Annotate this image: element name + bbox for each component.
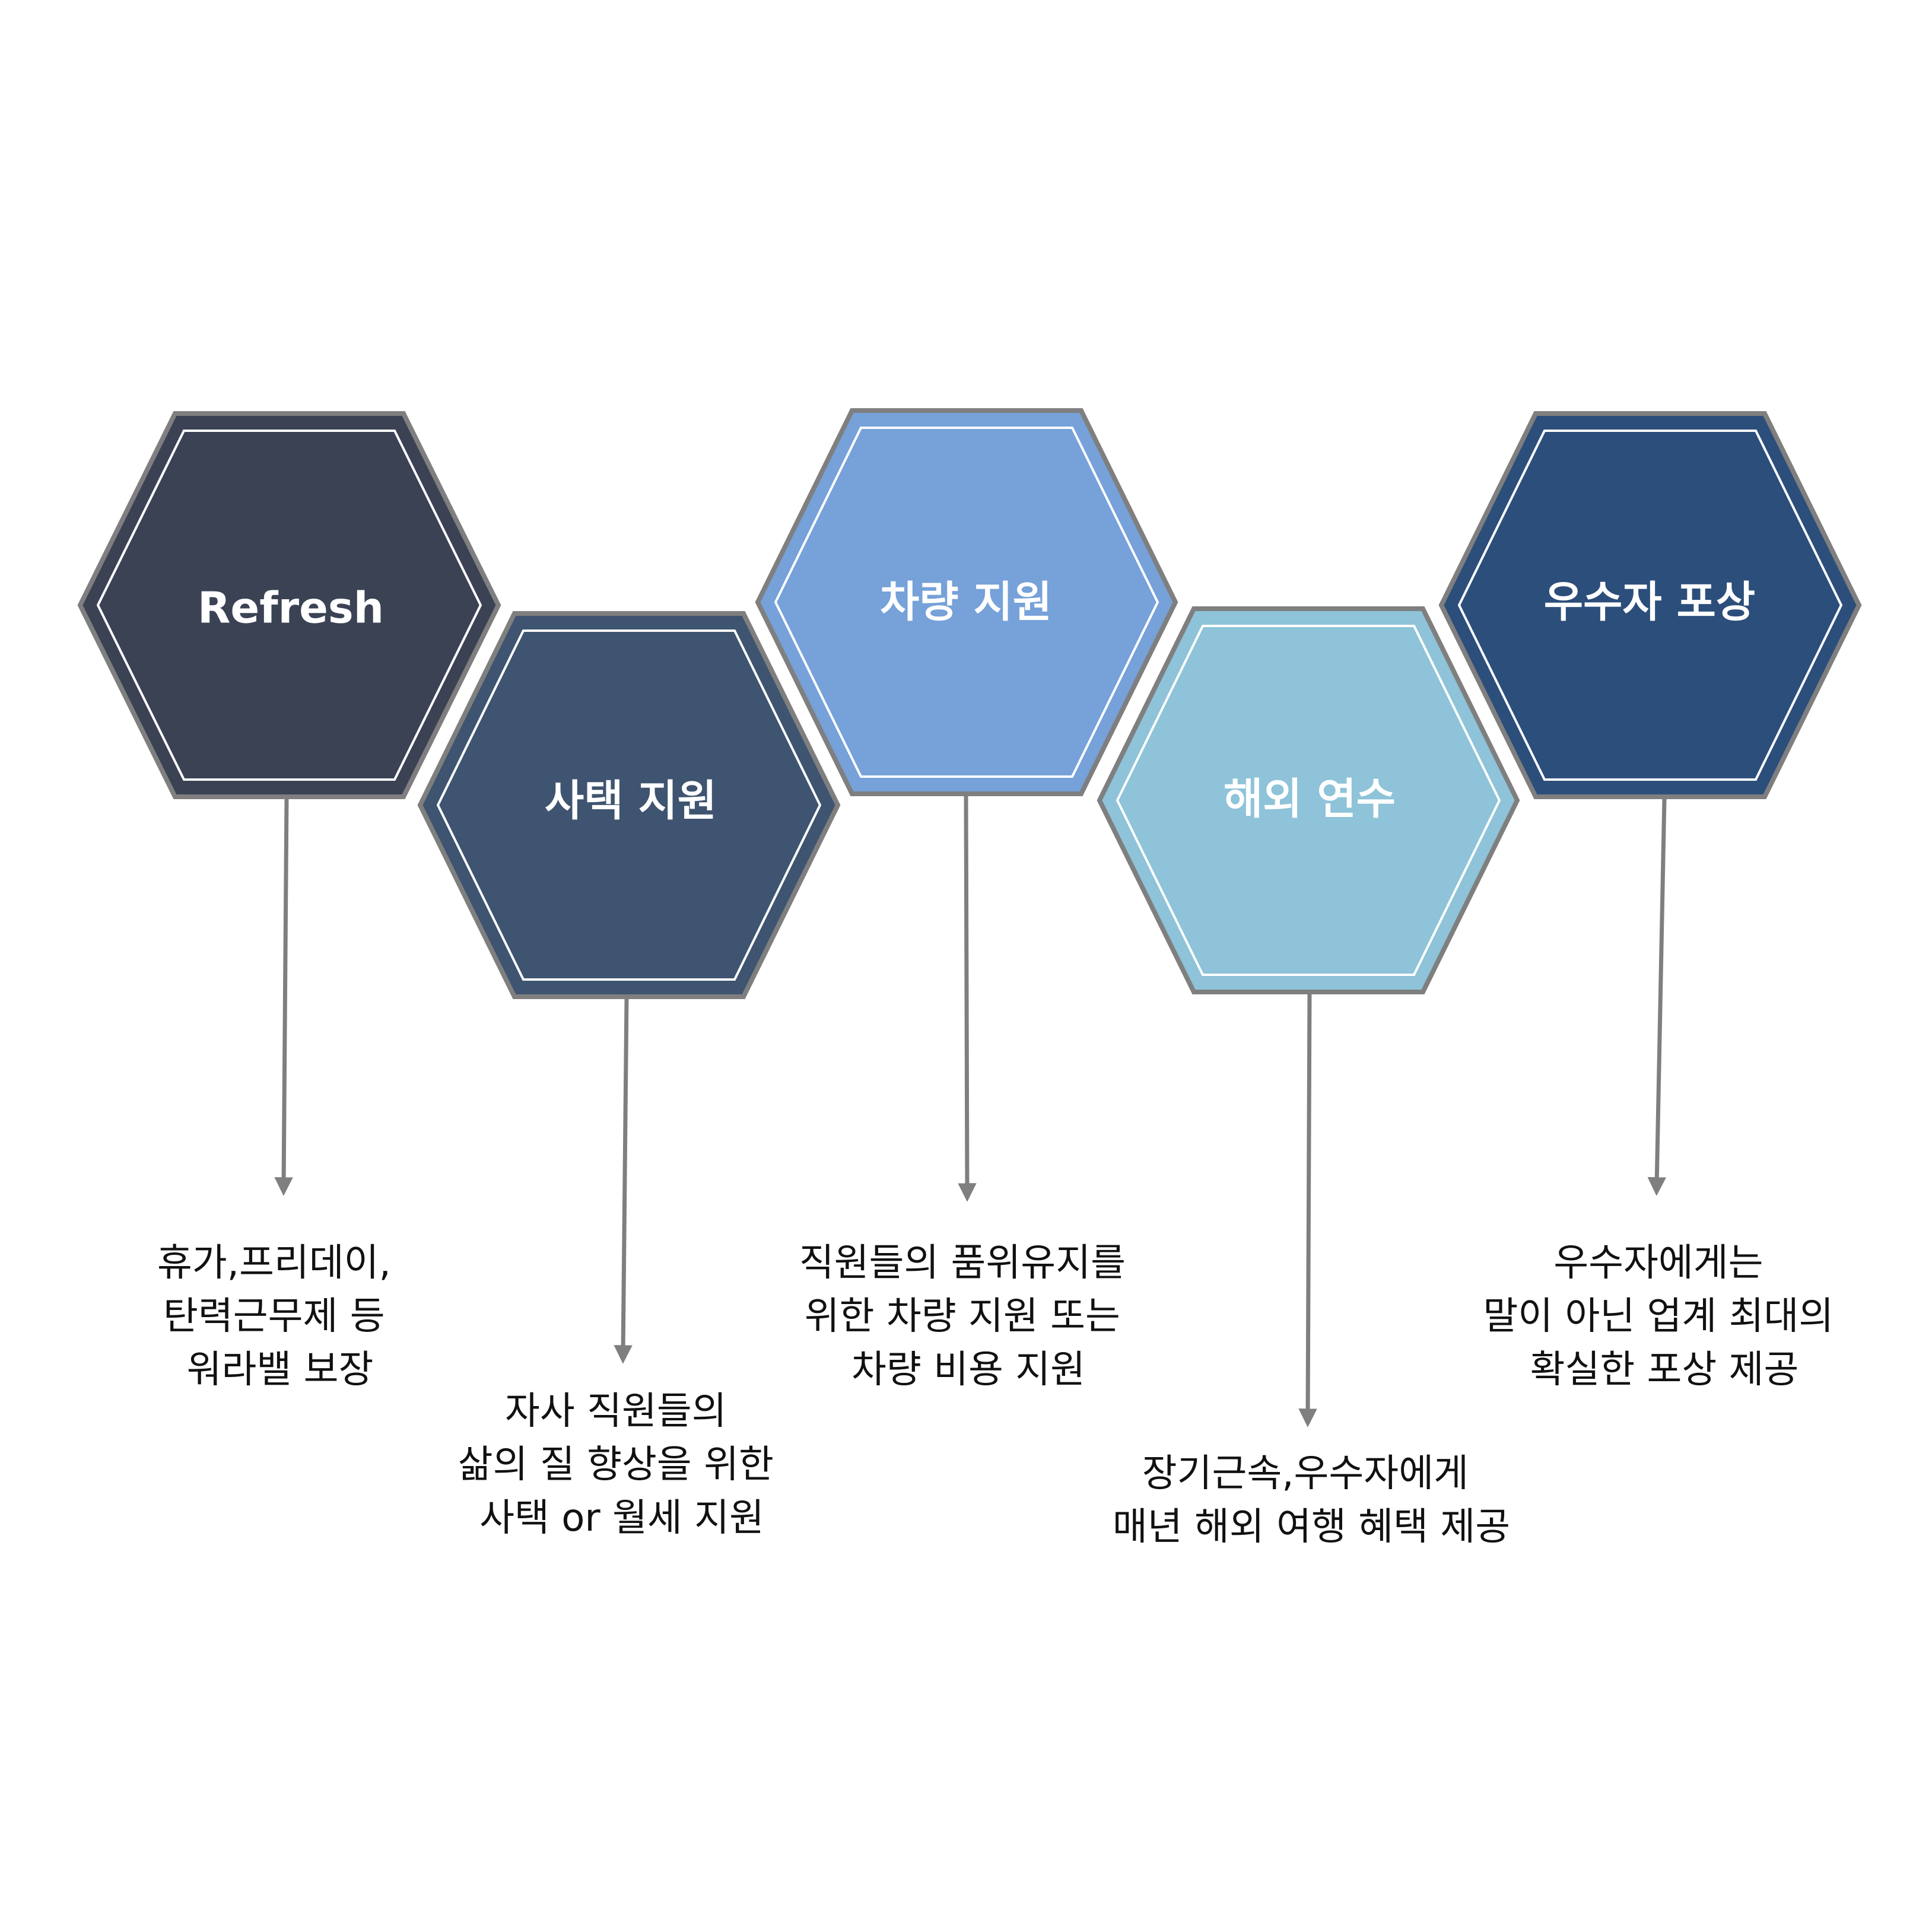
connector-refresh <box>274 797 293 1196</box>
description-vehicle: 직원들의 품위유지를 위한 차량 지원 또는 차량 비용 지원 <box>799 1241 1138 1392</box>
description-line: 확실한 포상 제공 <box>1530 1348 1799 1392</box>
hexagon-housing: 사택 지원 <box>417 611 841 999</box>
description-housing: 자사 직원들의 삶의 질 향상을 위한 사택 or 월세 지원 <box>458 1389 786 1540</box>
description-line: 우수자에게는 <box>1553 1241 1763 1285</box>
description-line: 자사 직원들의 <box>505 1389 727 1433</box>
description-line: 매년 해외 여행 혜택 제공 <box>1113 1505 1510 1549</box>
description-line: 탄력근무제 등 <box>163 1295 385 1338</box>
hexagon-overseas: 해외 연수 <box>1097 606 1520 994</box>
connector-vehicle <box>958 793 977 1202</box>
description-line: 휴가,프리데이, <box>157 1241 391 1285</box>
description-line: 직원들의 품위유지를 <box>799 1241 1126 1285</box>
connector-housing <box>614 997 633 1364</box>
hexagon-title-vehicle: 차량 지원 <box>880 577 1052 627</box>
hexagon-title-refresh: Refresh <box>198 583 384 633</box>
hexagon-vehicle: 차량 지원 <box>755 408 1178 796</box>
description-line: 차량 비용 지원 <box>851 1348 1085 1392</box>
description-line: 삶의 질 향상을 위한 <box>458 1443 774 1487</box>
connector-overseas <box>1298 991 1317 1427</box>
description-line: 사택 or 월세 지원 <box>479 1496 764 1540</box>
hexagon-title-award: 우수자 포상 <box>1544 577 1755 627</box>
hexagon-title-housing: 사택 지원 <box>545 776 717 826</box>
hexagon-title-overseas: 해외 연수 <box>1224 774 1396 824</box>
description-line: 위한 차량 지원 또는 <box>805 1295 1120 1338</box>
connector-award <box>1647 797 1667 1196</box>
description-overseas: 장기근속,우수자에게 매년 해외 여행 혜택 제공 <box>1113 1452 1510 1549</box>
description-line: 장기근속,우수자에게 <box>1142 1452 1469 1496</box>
description-line: 워라밸 보장 <box>187 1348 374 1392</box>
hexagon-refresh: Refresh <box>77 411 501 799</box>
description-award: 우수자에게는 말이 아닌 업계 최대의 확실한 포상 제공 <box>1483 1241 1845 1392</box>
hexagon-award: 우수자 포상 <box>1438 411 1862 799</box>
description-refresh: 휴가,프리데이, 탄력근무제 등 워라밸 보장 <box>157 1241 403 1392</box>
description-line: 말이 아닌 업계 최대의 <box>1483 1295 1834 1338</box>
